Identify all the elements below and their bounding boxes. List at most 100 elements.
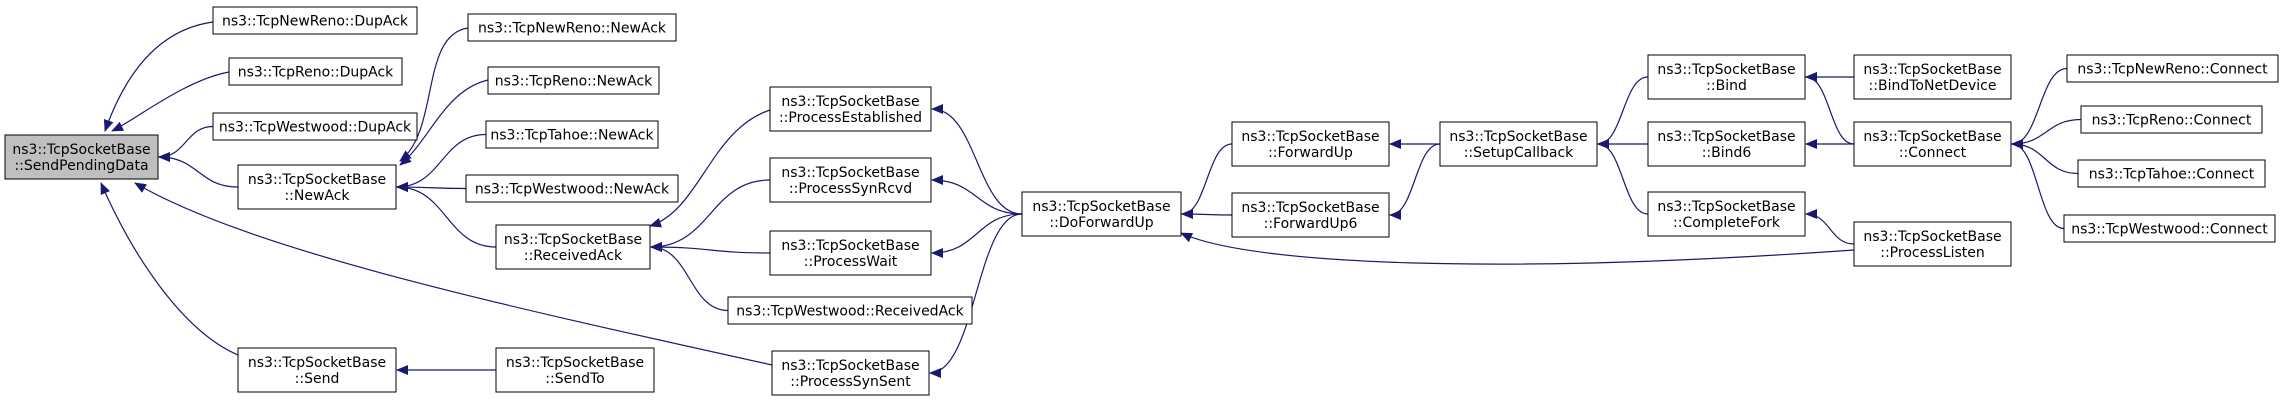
edge-n7-to-n4 [399,79,489,166]
node-label: ::ProcessSynRcvd [789,181,912,197]
edge-n2-to-n0 [111,71,230,132]
graph-node[interactable]: ns3::TcpSocketBase::ReceivedAck [495,224,651,270]
node-label: ns3::TcpNewReno::Connect [2077,62,2268,78]
node-label: ns3::TcpSocketBase [248,355,386,371]
graph-node[interactable]: ns3::TcpTahoe::NewAck [485,120,659,149]
graph-node[interactable]: ns3::TcpSocketBase::SendTo [495,347,655,393]
node-box [1853,221,2012,267]
edge-n6-to-n4 [399,27,469,162]
node-box [1439,121,1598,167]
graph-node[interactable]: ns3::TcpSocketBase::BindToNetDevice [1853,54,2012,100]
graph-node[interactable]: ns3::TcpSocketBase::NewAck [237,164,397,210]
node-label: ns3::TcpSocketBase [1032,199,1170,215]
graph-node[interactable]: ns3::TcpSocketBase::Bind [1647,54,1806,100]
node-box [769,157,932,203]
nodes-layer: ns3::TcpSocketBase::SendPendingDatans3::… [4,6,2279,396]
edge-n18-to-n17 [1181,143,1233,219]
node-label: ::ReceivedAck [524,248,623,264]
edge-n13-to-n10 [650,179,771,252]
node-label: ::ForwardUp [1268,145,1353,161]
graph-node[interactable]: ns3::TcpReno::Connect [2080,105,2263,134]
edge-n16-to-n0 [134,182,773,366]
graph-node[interactable]: ns3::TcpSocketBase::ProcessEstablished [769,86,932,132]
graph-node[interactable]: ns3::TcpSocketBase::ProcessListen [1853,221,2012,267]
node-label: ::ProcessSynSent [790,374,911,390]
node-box [467,13,677,42]
edge-n8-to-n4 [396,133,487,192]
node-label: ::Bind [1706,78,1747,94]
node-label: ns3::TcpReno::NewAck [495,74,653,90]
graph-node[interactable]: ns3::TcpTahoe::Connect [2077,159,2266,188]
graph-node[interactable]: ns3::TcpReno::DupAck [228,57,403,86]
graph-node[interactable]: ns3::TcpSocketBase::ProcessWait [769,230,932,276]
graph-node[interactable]: ns3::TcpSocketBase::Send [237,347,397,393]
graph-node[interactable]: ns3::TcpNewReno::DupAck [212,6,418,35]
graph-node[interactable]: ns3::TcpWestwood::DupAck [212,112,418,141]
graph-node[interactable]: ns3::TcpSocketBase::DoForwardUp [1021,191,1182,237]
node-label: ns3::TcpSocketBase [781,238,919,254]
node-box [1231,192,1390,238]
node-label: ns3::TcpSocketBase [1863,62,2001,78]
node-box [485,120,659,149]
node-box [769,230,932,276]
graph-node[interactable]: ns3::TcpSocketBase::SetupCallback [1439,121,1598,167]
node-box [2077,159,2266,188]
graph-node[interactable]: ns3::TcpSocketBase::SendPendingData [4,134,159,180]
node-box [4,134,159,180]
graph-node[interactable]: ns3::TcpSocketBase::ProcessSynRcvd [769,157,932,203]
node-box [1647,191,1806,237]
edge-n23-to-n20 [1597,139,1649,215]
node-label: ns3::TcpSocketBase [12,142,150,158]
node-box [237,164,397,210]
edge-n17-to-n12 [931,104,1023,215]
node-box [1021,191,1182,237]
graph-node[interactable]: ns3::TcpSocketBase::Connect [1853,121,2012,167]
node-label: ns3::TcpSocketBase [781,358,919,374]
graph-node[interactable]: ns3::TcpSocketBase::ProcessSynSent [771,350,930,396]
node-box [1231,121,1390,167]
edge-n26-to-n17 [1180,232,1855,265]
graph-node[interactable]: ns3::TcpSocketBase::Bind6 [1647,121,1806,167]
node-box [2066,54,2279,83]
node-label: ::SetupCallback [1464,145,1574,161]
node-label: ::ForwardUp6 [1264,216,1358,232]
edge-n5-to-n0 [100,182,239,356]
graph-node[interactable]: ns3::TcpReno::NewAck [487,66,660,95]
node-label: ::SendPendingData [14,158,148,174]
graph-node[interactable]: ns3::TcpNewReno::NewAck [467,13,677,42]
edge-n17-to-n14 [931,213,1023,258]
node-label: ns3::TcpSocketBase [1657,199,1795,215]
node-label: ns3::TcpNewReno::NewAck [478,21,667,37]
graph-node[interactable]: ns3::TcpSocketBase::ForwardUp [1231,121,1390,167]
edge-n17-to-n13 [931,175,1023,215]
node-label: ::Send [295,371,340,387]
node-box [1647,54,1806,100]
node-label: ns3::TcpSocketBase [1863,129,2001,145]
graph-node[interactable]: ns3::TcpWestwood::NewAck [465,174,679,203]
node-box [1853,54,2012,100]
node-box [228,57,403,86]
node-box [1853,121,2012,167]
node-label: ::DoForwardUp [1049,215,1153,231]
node-box [212,112,418,141]
graph-node[interactable]: ns3::TcpWestwood::ReceivedAck [727,296,973,325]
node-label: ns3::TcpSocketBase [1657,62,1795,78]
graph-node[interactable]: ns3::TcpNewReno::Connect [2066,54,2279,83]
graph-node[interactable]: ns3::TcpSocketBase::ForwardUp6 [1231,192,1390,238]
edge-n3-to-n0 [158,125,214,162]
edge-n4-to-n0 [158,152,239,188]
node-label: ::Bind6 [1702,145,1752,161]
node-box [487,66,660,95]
graph-node[interactable]: ns3::TcpWestwood::Connect [2063,214,2276,243]
node-label: ns3::TcpSocketBase [1657,129,1795,145]
edge-n12-to-n10 [649,109,771,228]
edge-n20-to-n19 [1389,143,1441,220]
node-label: ns3::TcpTahoe::Connect [2089,167,2255,183]
node-label: ns3::TcpSocketBase [781,165,919,181]
node-box [495,347,655,393]
node-label: ::ProcessWait [804,254,898,270]
edge-n1-to-n0 [103,21,214,132]
node-box [771,350,930,396]
graph-node[interactable]: ns3::TcpSocketBase::CompleteFork [1647,191,1806,237]
